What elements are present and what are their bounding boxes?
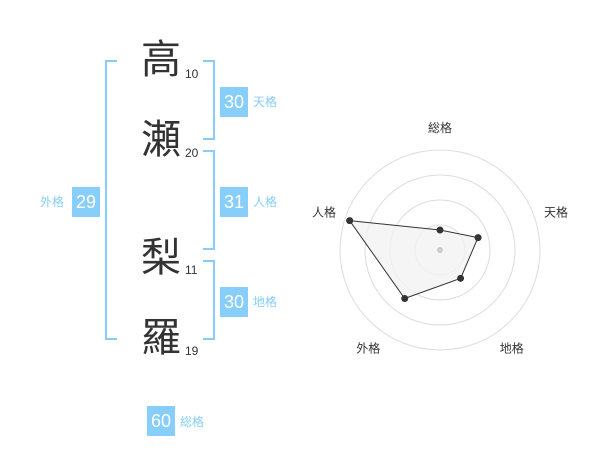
- chikaku-value: 30: [220, 287, 248, 317]
- soukaku-label: 総格: [180, 415, 205, 429]
- jinkaku-bracket: [203, 150, 215, 250]
- radar-point-4: [346, 217, 354, 225]
- radar-axis-label-3: 外格: [356, 341, 380, 356]
- name-char-1: 高: [141, 37, 181, 83]
- stroke-count-1: 10: [185, 67, 199, 81]
- name-char-2: 瀬: [141, 117, 181, 163]
- name-char-3: 梨: [141, 235, 181, 281]
- radar-polygon: [348, 219, 479, 300]
- gaikaku-label: 外格: [40, 195, 65, 209]
- radar-point-3: [401, 295, 409, 303]
- radar-point-2: [457, 274, 465, 282]
- radar-center: [437, 247, 443, 253]
- radar-ring-3: [364, 174, 516, 326]
- gaikaku-bracket: [105, 60, 117, 340]
- jinkaku-label: 人格: [253, 195, 278, 209]
- soukaku-value: 60: [147, 406, 175, 436]
- chikaku-bracket: [203, 260, 215, 340]
- radar-axis-label-4: 人格: [312, 204, 336, 219]
- tenkaku-label: 天格: [253, 95, 278, 109]
- jinkaku-value: 31: [220, 187, 248, 217]
- radar-axis-label-0: 総格: [428, 120, 452, 135]
- radar-axis-label-2: 地格: [500, 341, 524, 356]
- tenkaku-value: 30: [220, 87, 248, 117]
- stroke-count-2: 20: [185, 146, 199, 160]
- stroke-count-4: 19: [185, 344, 199, 358]
- radar-point-0: [436, 226, 444, 234]
- radar-axis-label-1: 天格: [544, 204, 568, 219]
- gaikaku-value: 29: [72, 187, 100, 217]
- radar-point-1: [474, 234, 482, 242]
- tenkaku-bracket: [203, 60, 215, 140]
- radar-ring-4: [339, 149, 541, 351]
- name-char-4: 羅: [141, 315, 181, 361]
- chikaku-label: 地格: [253, 295, 278, 309]
- radar-points: [346, 217, 482, 303]
- stroke-count-3: 11: [185, 263, 198, 277]
